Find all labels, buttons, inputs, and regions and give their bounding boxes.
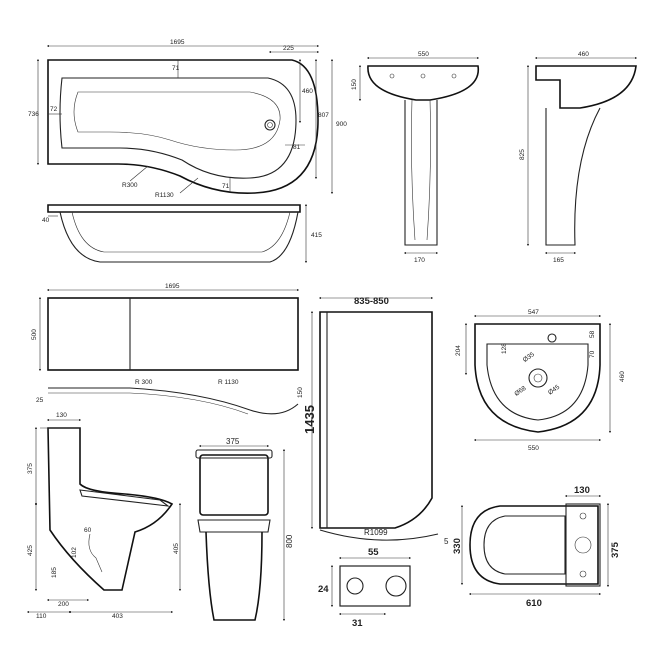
basin-front-width-label: 550 (418, 51, 429, 58)
panel-left-label: 25 (36, 397, 44, 404)
bath-left-inset-label: 72 (50, 106, 58, 113)
bath-rim-label: 40 (42, 217, 50, 224)
basin-plan-128-label: 128 (501, 343, 508, 354)
wc-side-425-label: 425 (27, 545, 34, 556)
basin-side-view: 460 825 165 (519, 51, 638, 264)
bath-top-gap-label: 71 (172, 65, 180, 72)
bath-end-width-label: 225 (283, 45, 294, 52)
bath-bottom-gap-label: 71 (222, 183, 230, 190)
screen-radius-label: R1099 (364, 528, 388, 537)
panel-r1130-label: R 1130 (218, 379, 239, 386)
bath-panel: 1695 500 R 300 R 1130 25 150 (31, 283, 304, 415)
basin-side-width-label: 460 (578, 51, 589, 58)
screen-width-label: 835-850 (354, 296, 389, 307)
profile-bottom-label: 31 (352, 618, 363, 629)
panel-height-label: 500 (31, 329, 38, 340)
bath-radius-1130-label: R1130 (155, 192, 174, 199)
profile-height-label: 24 (318, 584, 329, 595)
wc-side-view: 130 375 425 60 102 185 200 110 403 405 (26, 412, 182, 620)
basin-plan-204-label: 204 (455, 345, 462, 356)
basin-plan-depth-label: 460 (619, 371, 626, 382)
bath-width-900-label: 900 (336, 121, 347, 128)
wc-side-110-label: 110 (36, 613, 47, 620)
profile-width-label: 55 (368, 547, 379, 558)
wc-side-375-label: 375 (27, 463, 34, 474)
basin-plan-hole68-label: Ø68 (513, 385, 527, 398)
wc-front-width-label: 375 (226, 437, 240, 446)
panel-right-label: 150 (297, 387, 304, 398)
wc-side-60-label: 60 (84, 527, 92, 534)
panel-length-label: 1695 (165, 283, 180, 290)
wc-plan-view: 130 330 375 610 (452, 485, 621, 609)
basin-plan-70-label: 70 (589, 350, 596, 358)
basin-side-height-label: 825 (519, 149, 526, 160)
wc-plan-length-label: 610 (526, 598, 542, 609)
wc-side-403-label: 403 (112, 613, 123, 620)
basin-plan-hole45-label: Ø45 (547, 384, 561, 397)
wc-plan-top-label: 130 (574, 485, 590, 496)
panel-r300-label: R 300 (135, 379, 153, 386)
basin-plan-58-label: 58 (589, 330, 596, 338)
bath-width-807-label: 807 (318, 112, 329, 119)
basin-plan-hole35-label: Ø35 (522, 351, 536, 364)
basin-front-view: 550 150 170 (351, 51, 480, 264)
hinge-profile: 55 24 31 (318, 547, 412, 629)
wc-side-top-label: 130 (56, 412, 67, 419)
basin-plan-top-width-label: 547 (528, 309, 539, 316)
screen-angle-label: 5 (444, 537, 449, 546)
basin-front-depth-label: 150 (351, 79, 358, 90)
basin-pedestal-label: 170 (414, 257, 425, 264)
wc-plan-side-label: 375 (610, 541, 621, 558)
wc-front-view: 375 800 (195, 437, 294, 622)
bath-width-736-label: 736 (28, 111, 39, 118)
wc-side-200-label: 200 (58, 601, 69, 608)
wc-plan-depth-label: 330 (452, 538, 463, 554)
bath-radius-300-label: R300 (122, 182, 138, 189)
wc-side-185-label: 185 (51, 567, 58, 578)
wc-side-405-label: 405 (173, 543, 180, 554)
bath-width-460-label: 460 (302, 88, 313, 95)
bath-screen: 835-850 1435 R1099 5 55 24 31 (302, 296, 449, 629)
wc-side-102-label: 102 (71, 547, 78, 558)
bath-top-view: 1695 225 71 72 736 460 807 900 81 R300 R… (28, 39, 347, 199)
basin-side-pedestal-label: 165 (553, 257, 564, 264)
bath-height-label: 415 (311, 232, 322, 239)
basin-plan-bottom-width-label: 550 (528, 445, 539, 452)
bath-radius-81-label: 81 (293, 144, 301, 151)
screen-height-label: 1435 (302, 405, 317, 434)
basin-plan-view: 547 550 460 204 128 58 70 Ø35 Ø68 Ø45 (455, 309, 626, 452)
bath-side-view: 40 415 (42, 203, 322, 264)
wc-front-height-label: 800 (285, 534, 294, 548)
bath-length-label: 1695 (170, 39, 185, 46)
